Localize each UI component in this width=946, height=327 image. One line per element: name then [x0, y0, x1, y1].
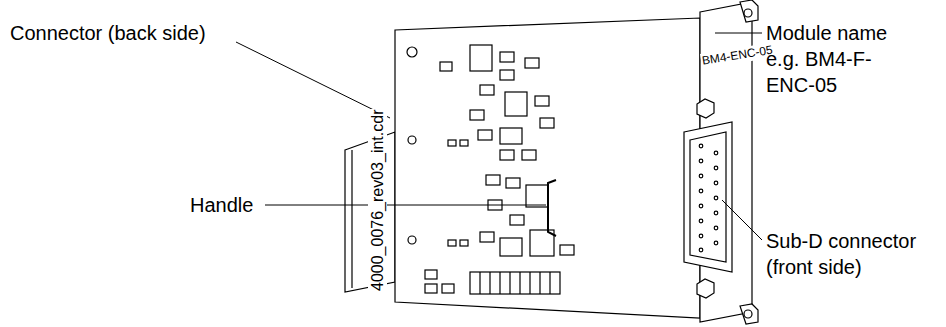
components — [425, 45, 574, 294]
leader-line — [236, 42, 390, 118]
mounting-hole — [408, 136, 416, 144]
hex-nut — [697, 99, 714, 118]
hex-nut — [697, 279, 714, 298]
callout-label: Handle — [190, 192, 270, 218]
screw — [744, 9, 752, 17]
callout-label: Module name e.g. BM4-F-ENC-05 — [766, 20, 916, 98]
file-name: 4000_0076_rev03_int.cdr — [368, 109, 387, 292]
faceplate-tab — [740, 0, 758, 22]
mounting-hole — [407, 47, 417, 57]
circuit-board — [395, 18, 700, 318]
connector-edge — [351, 150, 352, 288]
callout-label: Connector (back side) — [10, 20, 250, 46]
screw — [744, 310, 752, 318]
mounting-hole — [408, 236, 416, 244]
leader-line — [722, 200, 762, 240]
sub-d-shell — [684, 122, 732, 272]
faceplate-tab — [740, 304, 758, 324]
sub-d-insert — [690, 132, 726, 262]
leader-line — [715, 33, 762, 34]
leader-line — [265, 205, 546, 206]
handle — [548, 180, 556, 236]
sub-d-pins — [699, 144, 718, 252]
callout-label: Sub-D connector (front side) — [766, 228, 938, 280]
